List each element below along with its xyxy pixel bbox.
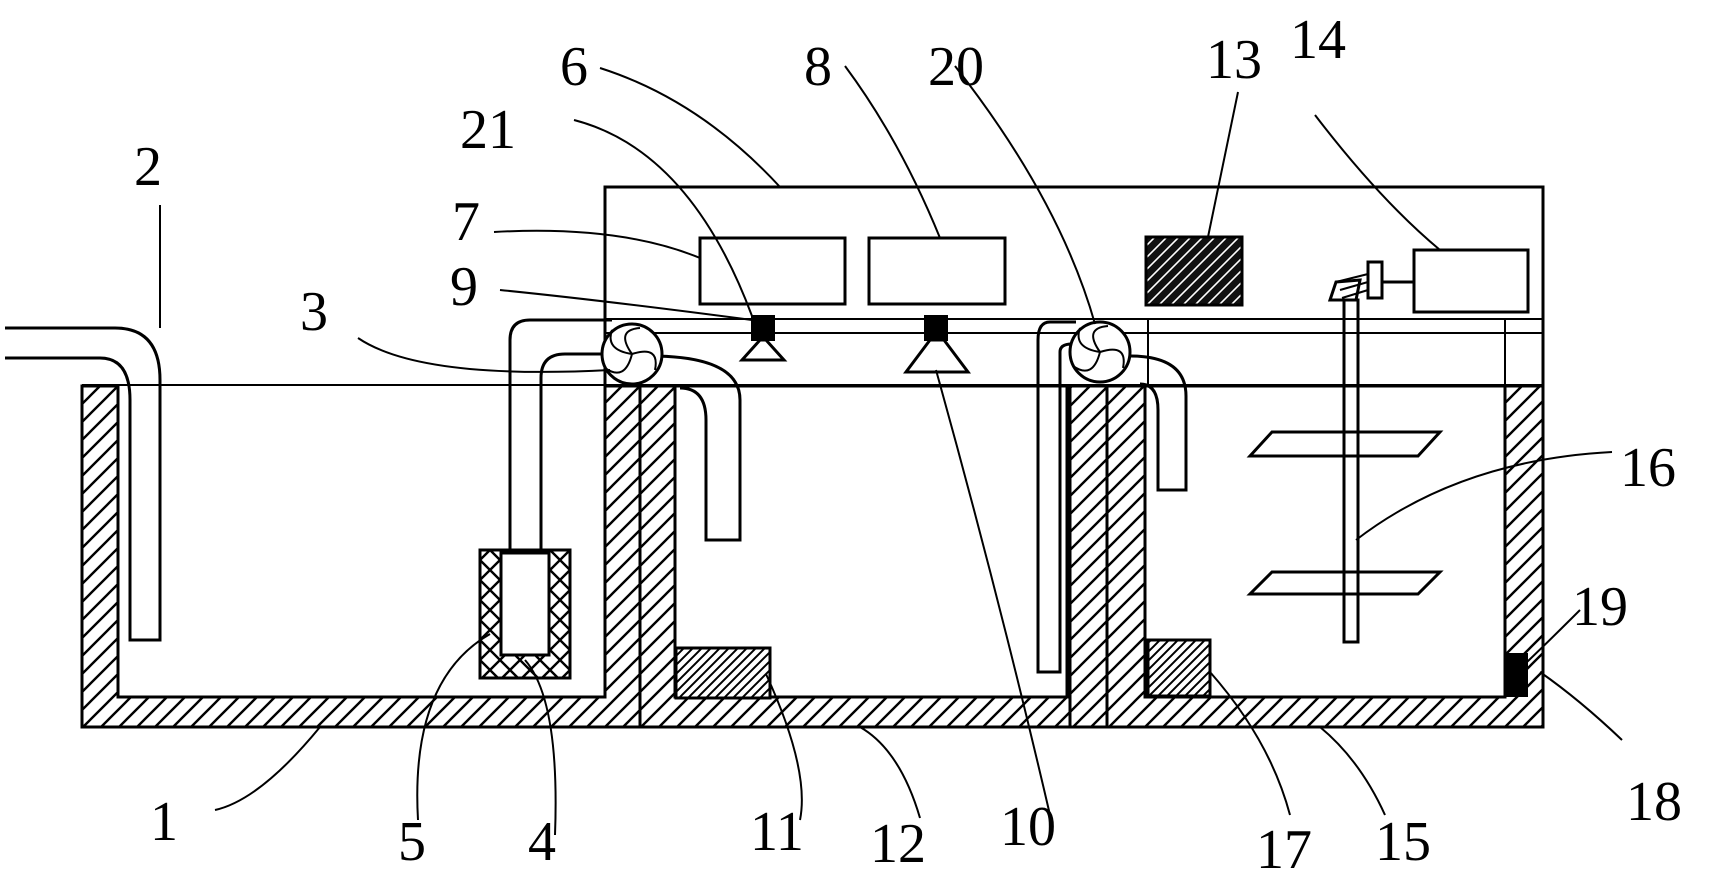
label-10: 10	[1000, 796, 1056, 858]
transfer-pipe-left	[649, 354, 742, 542]
dosing-box-7	[698, 236, 847, 362]
label-19: 19	[1572, 576, 1628, 638]
controller-block	[1144, 235, 1244, 307]
label-3: 3	[300, 281, 328, 343]
transfer-pipe-right	[1036, 320, 1188, 674]
label-5: 5	[398, 811, 426, 873]
stirring-motor	[1327, 248, 1530, 314]
inlet-pipe	[5, 326, 162, 642]
submersible-pump-filter	[478, 548, 572, 680]
label-14: 14	[1290, 9, 1346, 71]
stirrer-shaft	[1246, 298, 1444, 644]
pump-icon-right	[1068, 320, 1132, 384]
label-20: 20	[928, 36, 984, 98]
sludge-block-17	[1146, 638, 1212, 698]
label-6: 6	[560, 36, 588, 98]
label-1: 1	[150, 791, 178, 853]
label-18: 18	[1626, 771, 1682, 833]
label-8: 8	[804, 36, 832, 98]
label-11: 11	[750, 801, 804, 863]
label-15: 15	[1375, 811, 1431, 873]
label-4: 4	[528, 811, 556, 873]
label-21: 21	[460, 99, 516, 161]
third-tank	[1068, 384, 1545, 729]
label-2: 2	[134, 136, 162, 198]
label-7: 7	[452, 191, 480, 253]
label-17: 17	[1256, 819, 1312, 881]
pump-riser-pipe	[508, 318, 612, 553]
pump-icon-left	[600, 322, 664, 386]
labels: 1 2 3 4 5 6 7 8 9 10 11 12 13 14 15 16 1…	[134, 9, 1682, 881]
label-12: 12	[870, 813, 926, 875]
dosing-box-8	[867, 236, 1007, 374]
sensor-19	[1504, 653, 1528, 697]
label-9: 9	[450, 256, 478, 318]
leader-lines	[159, 65, 1623, 836]
label-13: 13	[1206, 29, 1262, 91]
sludge-block-11	[674, 646, 772, 700]
label-16: 16	[1620, 437, 1676, 499]
